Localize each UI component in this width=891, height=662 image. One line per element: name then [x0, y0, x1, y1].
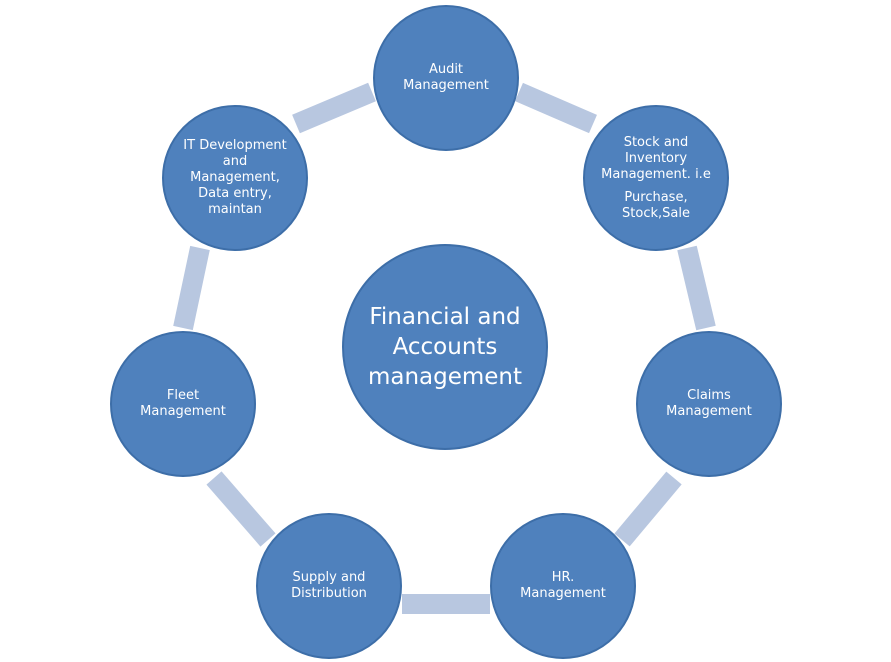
node-label: IT Development and Management, Data entr…	[183, 138, 287, 217]
connector-audit-stock	[515, 82, 597, 134]
node-label-main: Stock and Inventory Management. i.e	[601, 134, 711, 182]
node-label: HR. Management	[520, 570, 606, 601]
node-supply-distribution: Supply and Distribution	[256, 513, 402, 659]
center-node-financial-accounts: Financial and Accounts management	[342, 244, 548, 450]
connector-supply-fleet	[206, 471, 276, 547]
node-label: Supply and Distribution	[291, 570, 367, 601]
node-label: Stock and Inventory Management. i.e Purc…	[601, 119, 711, 238]
node-fleet-management: Fleet Management	[110, 331, 256, 477]
node-label: Audit Management	[403, 62, 489, 93]
connector-it-audit	[292, 82, 376, 134]
connector-claims-hr	[614, 471, 682, 547]
node-it-development: IT Development and Management, Data entr…	[162, 105, 308, 251]
node-label-sub: Purchase, Stock,Sale	[622, 189, 690, 221]
connector-stock-claims	[677, 245, 716, 331]
node-stock-inventory-management: Stock and Inventory Management. i.e Purc…	[583, 105, 729, 251]
node-label: Claims Management	[666, 388, 752, 419]
node-claims-management: Claims Management	[636, 331, 782, 477]
node-audit-management: Audit Management	[373, 5, 519, 151]
connector-fleet-it	[173, 245, 210, 331]
center-label: Financial and Accounts management	[367, 304, 523, 390]
node-label: Fleet Management	[140, 388, 226, 419]
node-hr-management: HR. Management	[490, 513, 636, 659]
